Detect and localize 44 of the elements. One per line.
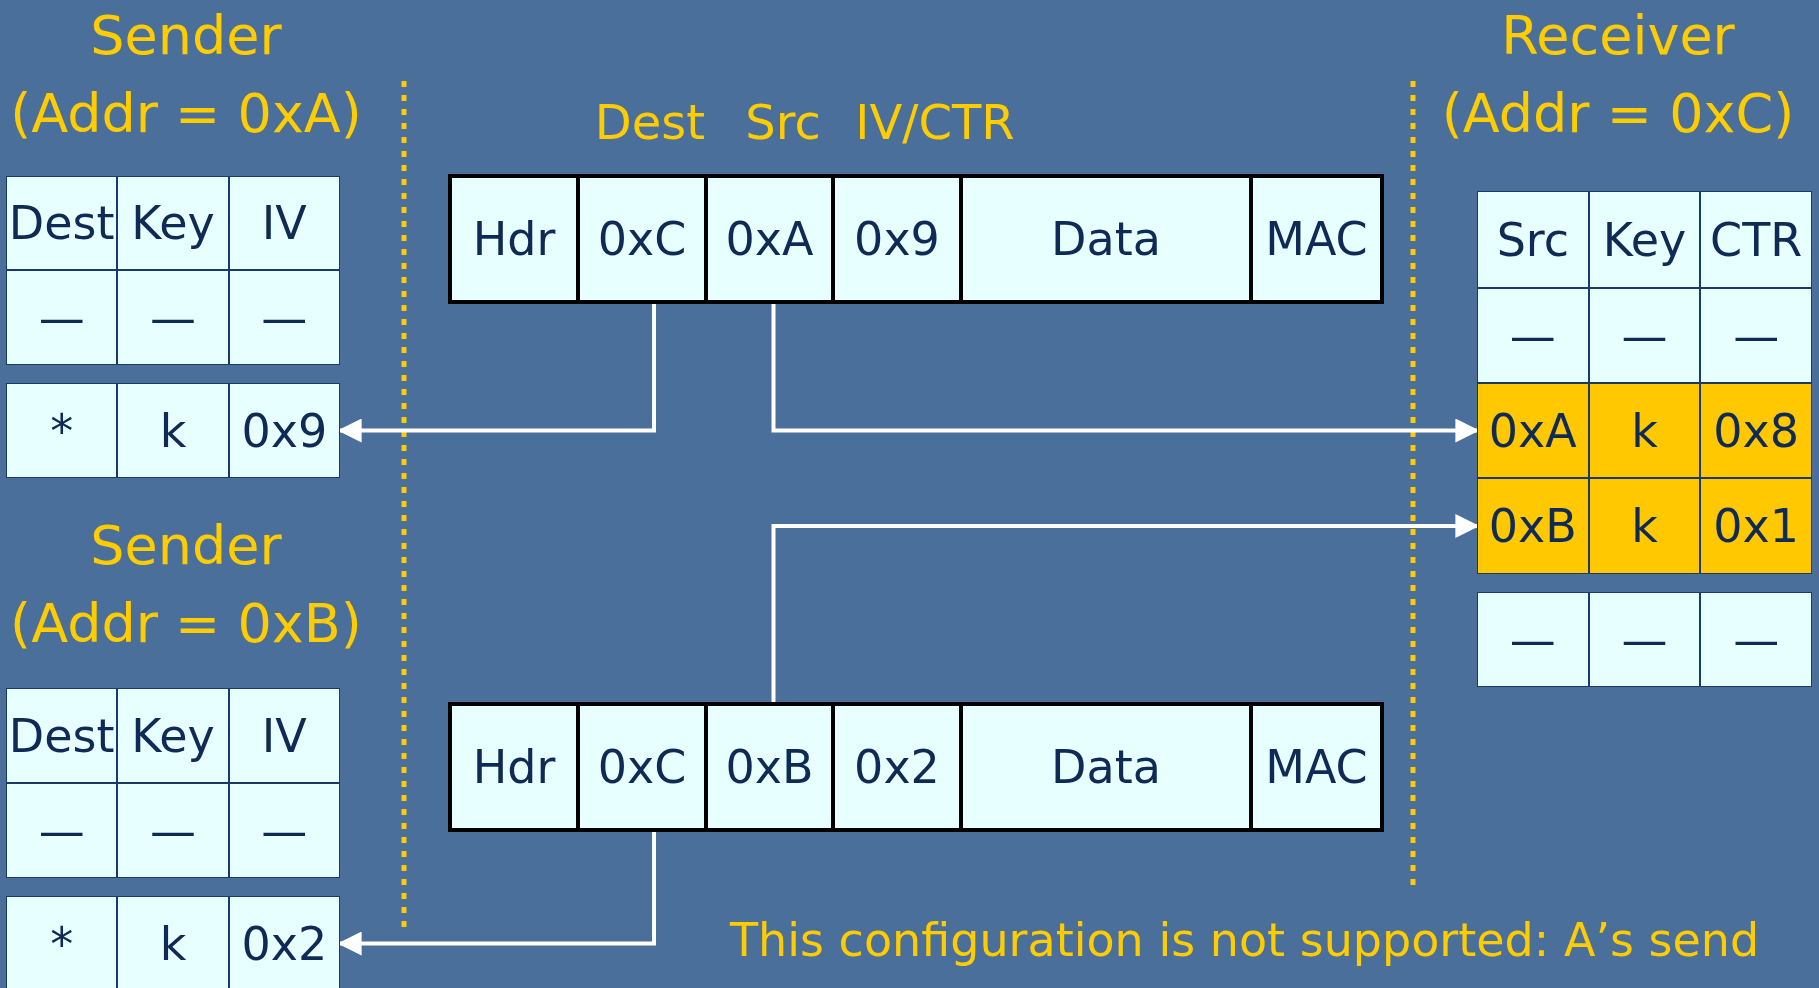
address-label: (Addr = 0xB) bbox=[10, 591, 362, 655]
entry-value: — bbox=[7, 784, 119, 877]
table-row bbox=[6, 783, 340, 878]
receiver-heading: Receiver bbox=[1501, 3, 1735, 67]
field-caption: Src bbox=[745, 94, 821, 150]
entry-value: k bbox=[118, 897, 230, 988]
address-label: (Addr = 0xA) bbox=[10, 81, 362, 145]
entry-value: 0xB bbox=[1478, 479, 1590, 573]
table-row bbox=[6, 896, 340, 988]
entry-value: — bbox=[7, 271, 119, 364]
highlighted-table-row bbox=[1477, 478, 1812, 574]
note-text: This configuration is not supported: A’s send bbox=[730, 913, 1760, 967]
entry-value: — bbox=[118, 271, 230, 364]
entry-value: k bbox=[1589, 479, 1702, 573]
entry-value: 0x1 bbox=[1712, 498, 1801, 555]
entry-value: k bbox=[118, 384, 230, 477]
entry-value: — bbox=[260, 802, 309, 860]
table-header-row bbox=[6, 688, 340, 783]
table-row bbox=[6, 383, 340, 478]
column-heading: IV bbox=[260, 707, 308, 765]
column-heading: IV bbox=[260, 195, 308, 252]
sender-heading: Sender bbox=[90, 513, 282, 577]
entry-value: 0x2 bbox=[240, 915, 329, 973]
highlighted-table-row bbox=[1477, 383, 1812, 478]
entry-value: — bbox=[1732, 307, 1781, 365]
address-label: (Addr = 0xC) bbox=[1441, 81, 1795, 145]
table-row bbox=[1477, 592, 1812, 687]
entry-value: — bbox=[1732, 611, 1781, 669]
field-caption: IV/CTR bbox=[855, 94, 1015, 150]
table-header-row bbox=[1477, 191, 1812, 288]
table-header-row bbox=[6, 176, 340, 270]
entry-value: — bbox=[1478, 593, 1590, 686]
table-row bbox=[1477, 288, 1812, 383]
entry-value: — bbox=[1589, 593, 1702, 686]
entry-value: — bbox=[118, 784, 230, 877]
sender-heading: Sender bbox=[90, 3, 282, 67]
field-caption: Dest bbox=[594, 94, 706, 150]
entry-value: — bbox=[260, 289, 309, 347]
entry-value: * bbox=[7, 384, 119, 477]
entry-value: * bbox=[7, 897, 119, 988]
entry-value: 0x8 bbox=[1712, 402, 1801, 460]
column-heading: CTR bbox=[1709, 211, 1804, 269]
entry-value: 0x9 bbox=[240, 402, 329, 460]
table-row bbox=[6, 270, 340, 365]
